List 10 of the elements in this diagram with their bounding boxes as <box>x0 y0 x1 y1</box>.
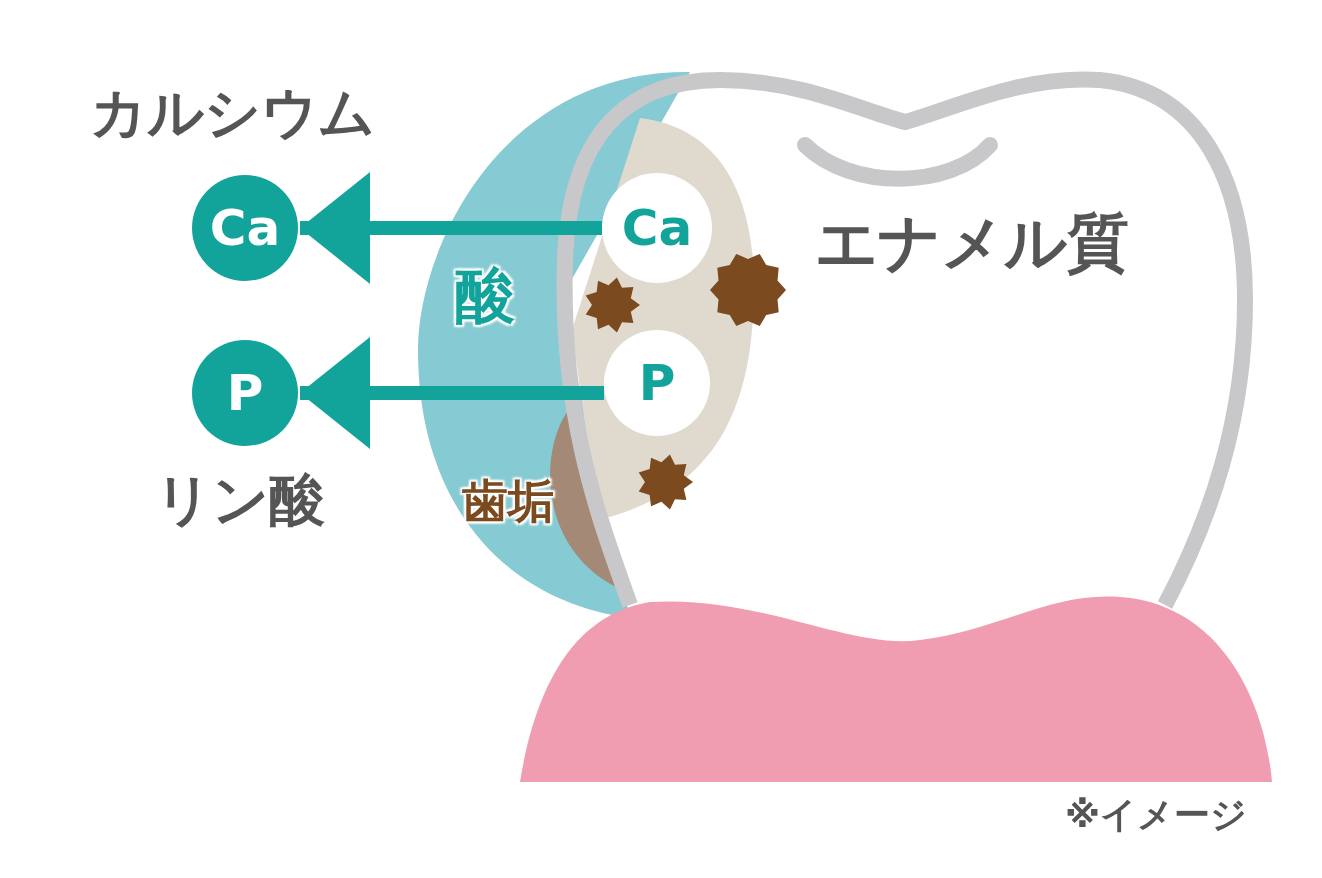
arrow <box>300 337 604 449</box>
element-circle: Ca <box>192 175 298 281</box>
acid-label: 酸 <box>455 265 515 325</box>
enamel-label: エナメル質 <box>815 212 1129 274</box>
plaque-label: 歯垢 <box>462 478 554 524</box>
note: ※イメージ <box>1065 797 1247 833</box>
element-name: リン酸 <box>155 472 325 528</box>
element-circle: P <box>192 340 298 446</box>
arrow <box>300 172 602 284</box>
element-name: カルシウム <box>90 85 375 141</box>
